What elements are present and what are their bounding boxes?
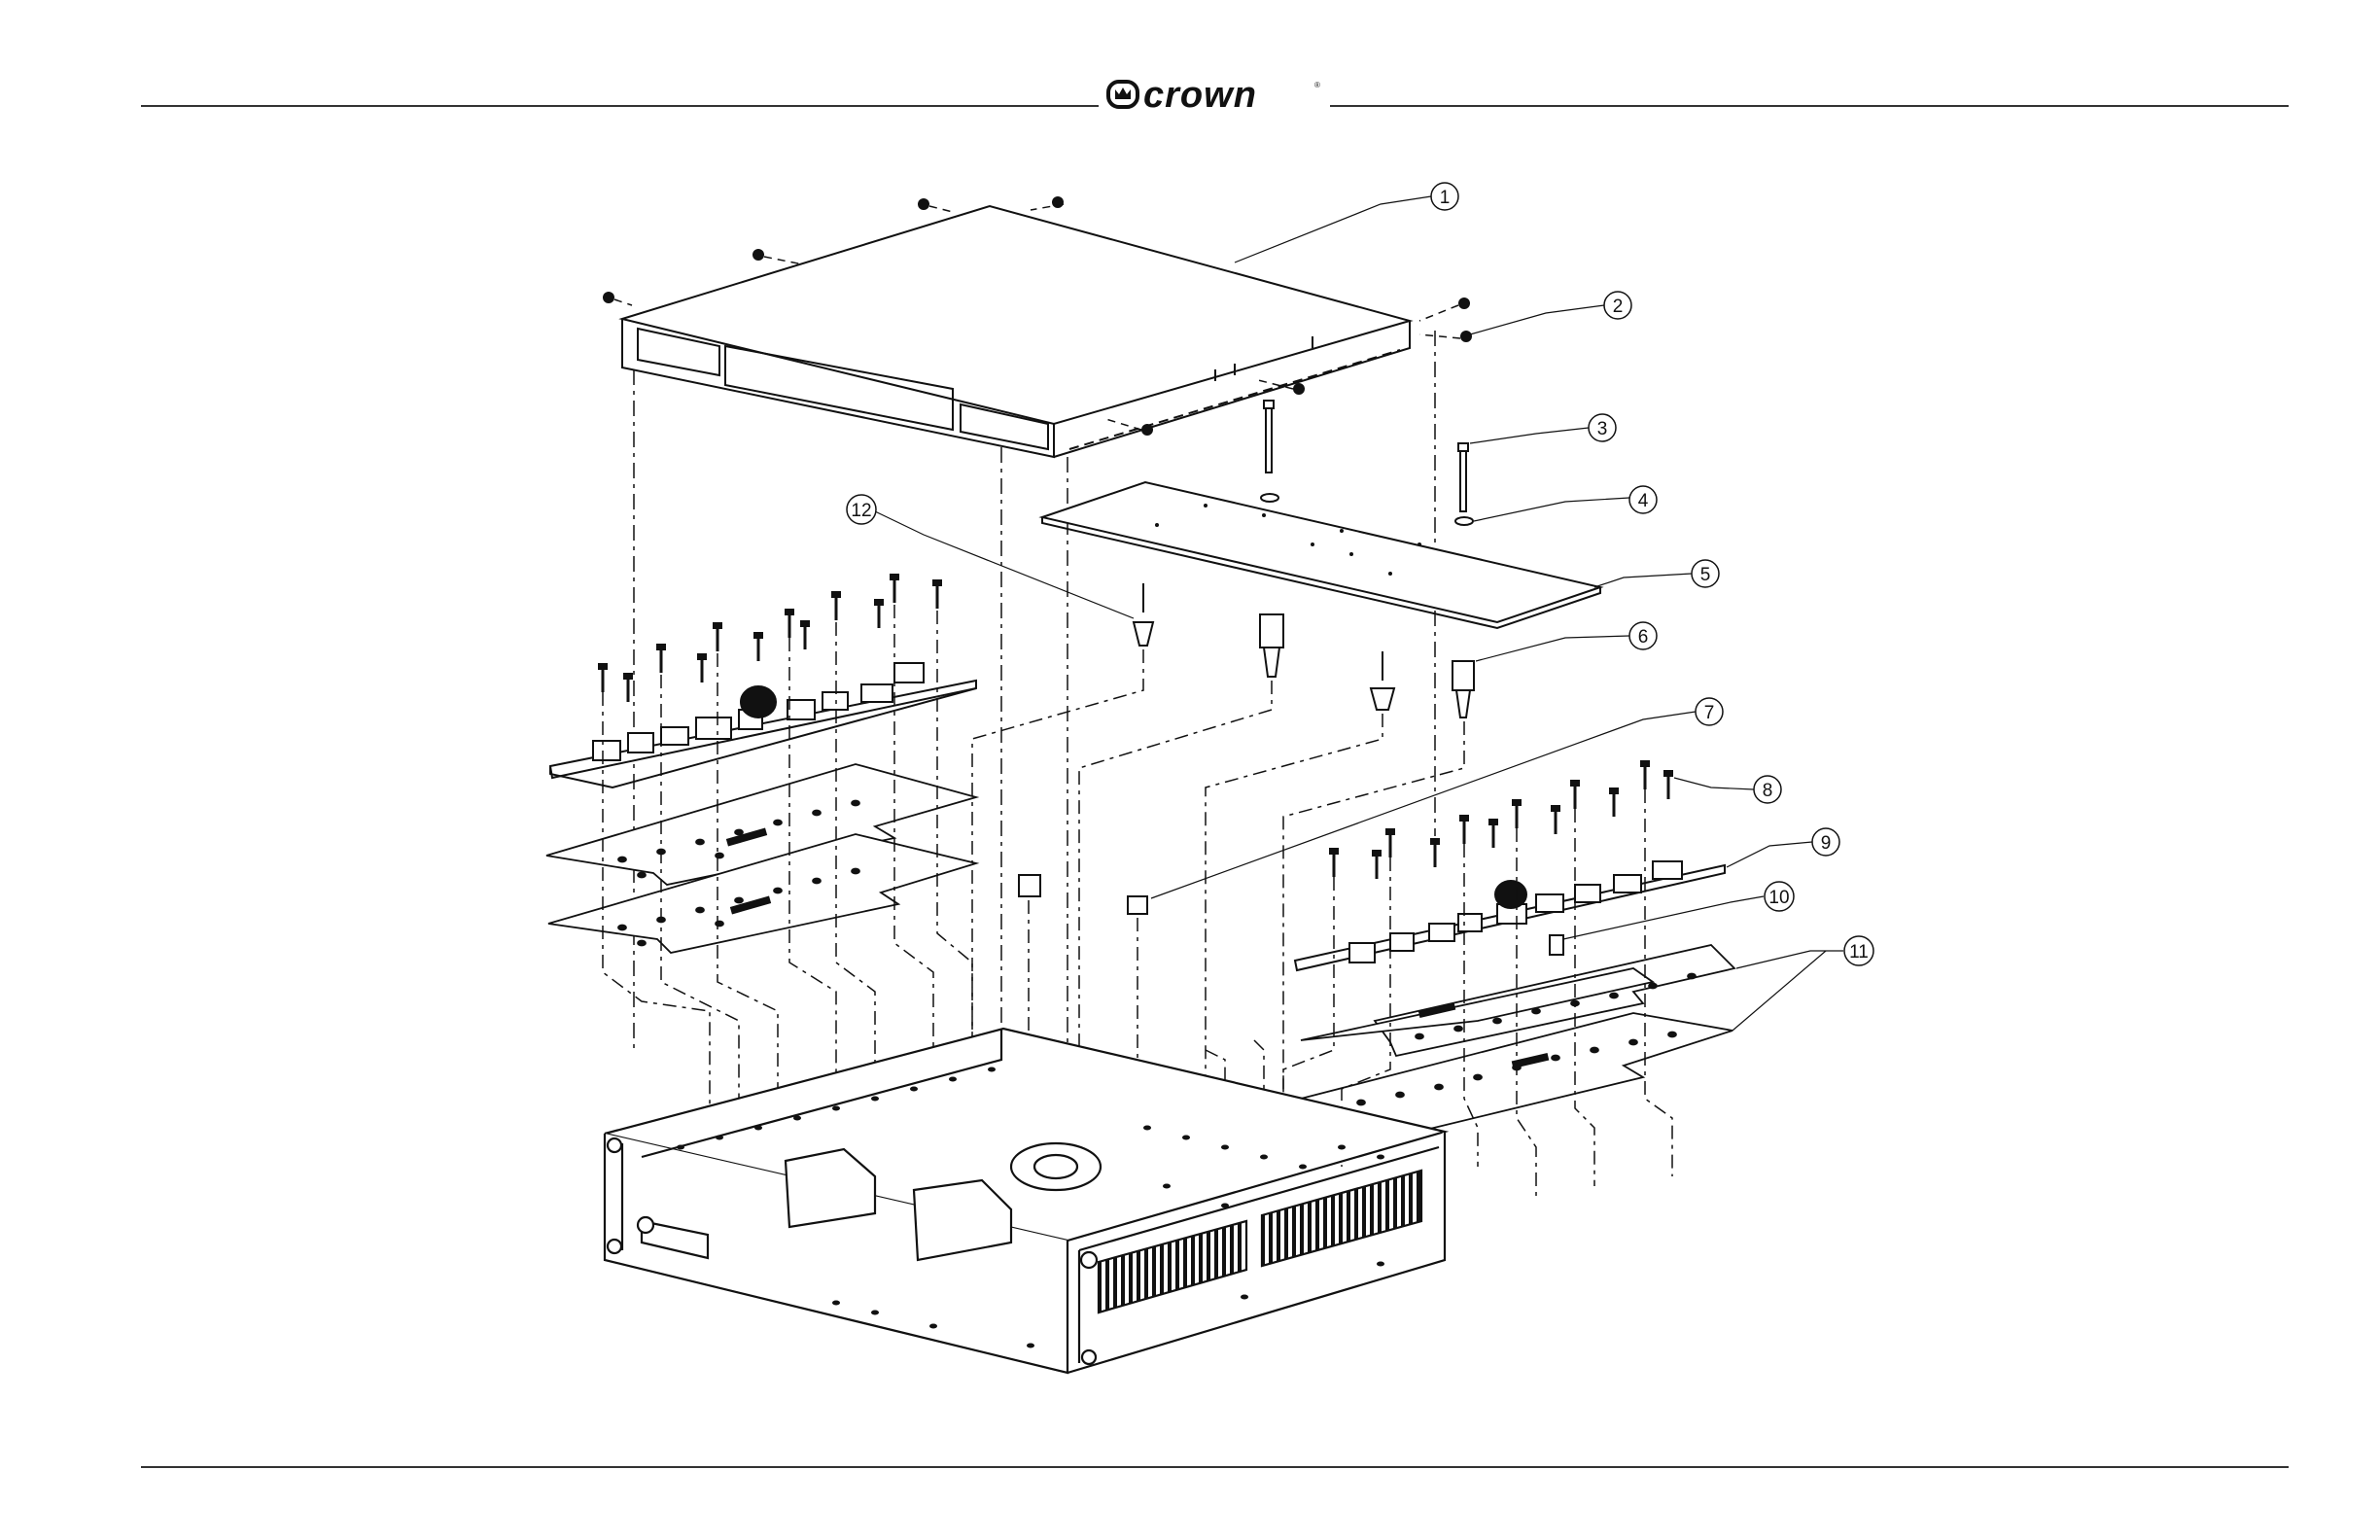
left-insulator-sheets (546, 764, 976, 953)
standoff-screws (1261, 401, 1473, 525)
callout-label-7: 7 (1704, 703, 1715, 723)
washer-left (1261, 494, 1278, 502)
callout-4: 4 (1629, 486, 1657, 513)
top-cover (622, 206, 1410, 457)
callout-2: 2 (1604, 292, 1631, 319)
callout-6: 6 (1629, 622, 1657, 649)
callout-3: 3 (1589, 414, 1616, 441)
left-amp-board (550, 663, 976, 788)
callout-10: 10 (1765, 882, 1794, 911)
standoffs (1260, 614, 1474, 718)
washer-right (1455, 517, 1473, 525)
control-board (1042, 482, 1600, 628)
callout-label-5: 5 (1700, 565, 1711, 585)
right-board-screws (1329, 760, 1673, 879)
right-insulator-sheets (1301, 945, 1734, 1134)
callout-label-4: 4 (1638, 491, 1649, 511)
callout-8: 8 (1754, 776, 1781, 803)
callout-7: 7 (1696, 698, 1723, 725)
callout-5: 5 (1692, 560, 1719, 587)
thermal-pad (1550, 935, 1563, 955)
callout-label-12: 12 (851, 501, 871, 521)
callout-label-6: 6 (1638, 627, 1649, 648)
right-amp-board (1295, 861, 1725, 970)
callout-label-1: 1 (1440, 188, 1451, 208)
left-board-screws (598, 574, 942, 702)
callout-label-9: 9 (1821, 833, 1832, 854)
callout-12: 12 (847, 495, 876, 524)
callout-label-3: 3 (1597, 419, 1608, 439)
spacers (1019, 875, 1147, 914)
callout-1: 1 (1431, 183, 1458, 210)
callout-11: 11 (1844, 936, 1873, 965)
callout-label-2: 2 (1613, 297, 1624, 317)
callout-label-10: 10 (1768, 888, 1789, 908)
callout-label-11: 11 (1849, 942, 1869, 962)
callout-label-8: 8 (1763, 781, 1773, 801)
callout-9: 9 (1812, 828, 1839, 856)
chassis (605, 1029, 1445, 1373)
